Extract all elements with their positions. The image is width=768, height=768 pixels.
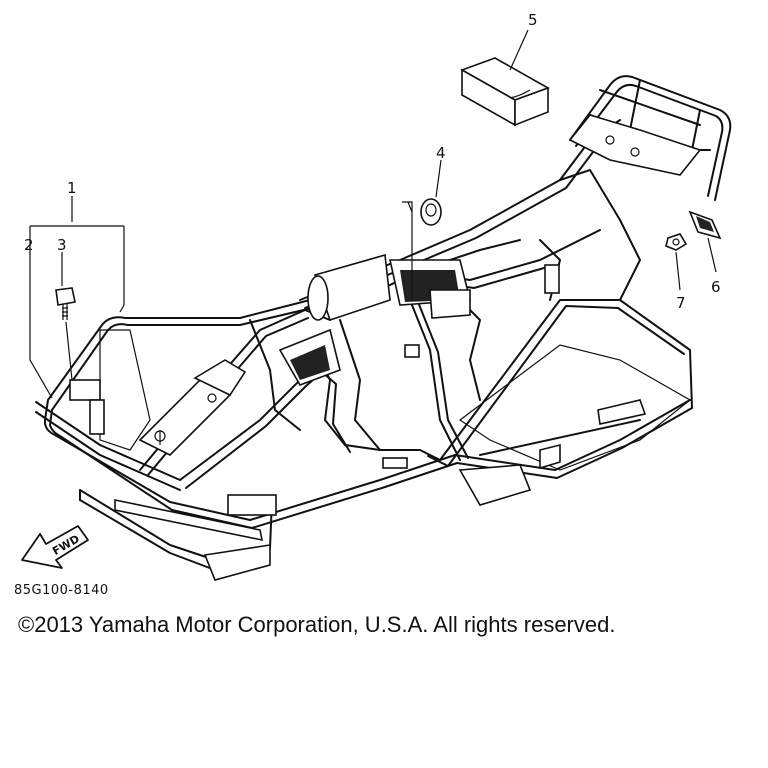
part-6-bracket bbox=[688, 210, 722, 240]
copyright-notice: ©2013 Yamaha Motor Corporation, U.S.A. A… bbox=[18, 612, 616, 637]
part-7-nut bbox=[665, 233, 688, 251]
part-5-cushion bbox=[460, 57, 550, 127]
callout-4: 4 bbox=[436, 144, 446, 162]
frame-assembly bbox=[35, 75, 732, 581]
callout-5: 5 bbox=[528, 11, 538, 29]
leader-lines bbox=[29, 29, 717, 399]
fwd-arrow-icon: FWD bbox=[21, 525, 89, 569]
part-3-bolt bbox=[55, 287, 76, 320]
callout-3: 3 bbox=[57, 236, 67, 254]
frame-exploded-diagram: 1 2 3 4 5 6 7 FWD bbox=[21, 11, 732, 581]
callout-6: 6 bbox=[711, 278, 721, 296]
part-4-grommet bbox=[420, 198, 442, 226]
callout-7: 7 bbox=[676, 294, 686, 312]
part-code-label: 85G100-8140 bbox=[14, 583, 109, 598]
callout-2: 2 bbox=[24, 236, 34, 254]
callout-1: 1 bbox=[67, 179, 77, 197]
